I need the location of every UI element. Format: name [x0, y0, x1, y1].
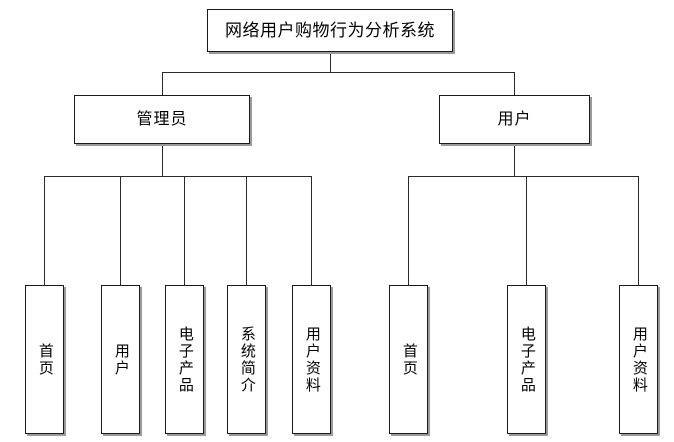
node-admin-leaf-users[interactable]: 用户 [101, 285, 140, 434]
node-admin-leaf-system-intro-label: 系统简介 [238, 325, 255, 394]
node-admin-leaf-users-label: 用户 [112, 342, 129, 377]
connector-user-stem [514, 144, 515, 176]
connector-user-child-2 [526, 176, 527, 285]
connector-admin-stem [162, 144, 163, 176]
connector-user-child-1 [408, 176, 409, 285]
connector-admin-child-1 [44, 176, 45, 285]
node-user-leaf-user-profile-label: 用户资料 [630, 325, 647, 394]
node-admin-leaf-user-profile[interactable]: 用户资料 [292, 285, 331, 434]
connector-admin-child-3 [184, 176, 185, 285]
node-admin-leaf-home-label: 首页 [36, 342, 53, 377]
node-admin-leaf-home[interactable]: 首页 [25, 285, 64, 434]
node-admin[interactable]: 管理员 [74, 95, 250, 144]
node-user-leaf-home-label: 首页 [400, 342, 417, 377]
connector-admin-bus [44, 176, 312, 177]
connector-root-stem [330, 52, 331, 72]
connector-admin-child-4 [246, 176, 247, 285]
node-admin-leaf-user-profile-label: 用户资料 [303, 325, 320, 394]
node-admin-leaf-system-intro[interactable]: 系统简介 [227, 285, 266, 434]
node-user-leaf-electronics[interactable]: 电子产品 [507, 285, 546, 434]
node-admin-leaf-electronics-label: 电子产品 [176, 325, 193, 394]
node-admin-label: 管理员 [136, 110, 188, 128]
connector-root-bus [162, 72, 515, 73]
node-admin-leaf-electronics[interactable]: 电子产品 [165, 285, 204, 434]
connector-admin-child-5 [311, 176, 312, 285]
connector-to-user [514, 72, 515, 95]
connector-to-admin [162, 72, 163, 95]
node-root[interactable]: 网络用户购物行为分析系统 [207, 9, 453, 52]
connector-admin-child-2 [120, 176, 121, 285]
node-user-label: 用户 [497, 110, 532, 128]
node-user[interactable]: 用户 [439, 95, 590, 144]
connector-user-child-3 [638, 176, 639, 285]
node-user-leaf-electronics-label: 电子产品 [518, 325, 535, 394]
node-user-leaf-user-profile[interactable]: 用户资料 [619, 285, 658, 434]
node-root-label: 网络用户购物行为分析系统 [225, 20, 435, 40]
node-user-leaf-home[interactable]: 首页 [389, 285, 428, 434]
connector-user-bus [408, 176, 639, 177]
